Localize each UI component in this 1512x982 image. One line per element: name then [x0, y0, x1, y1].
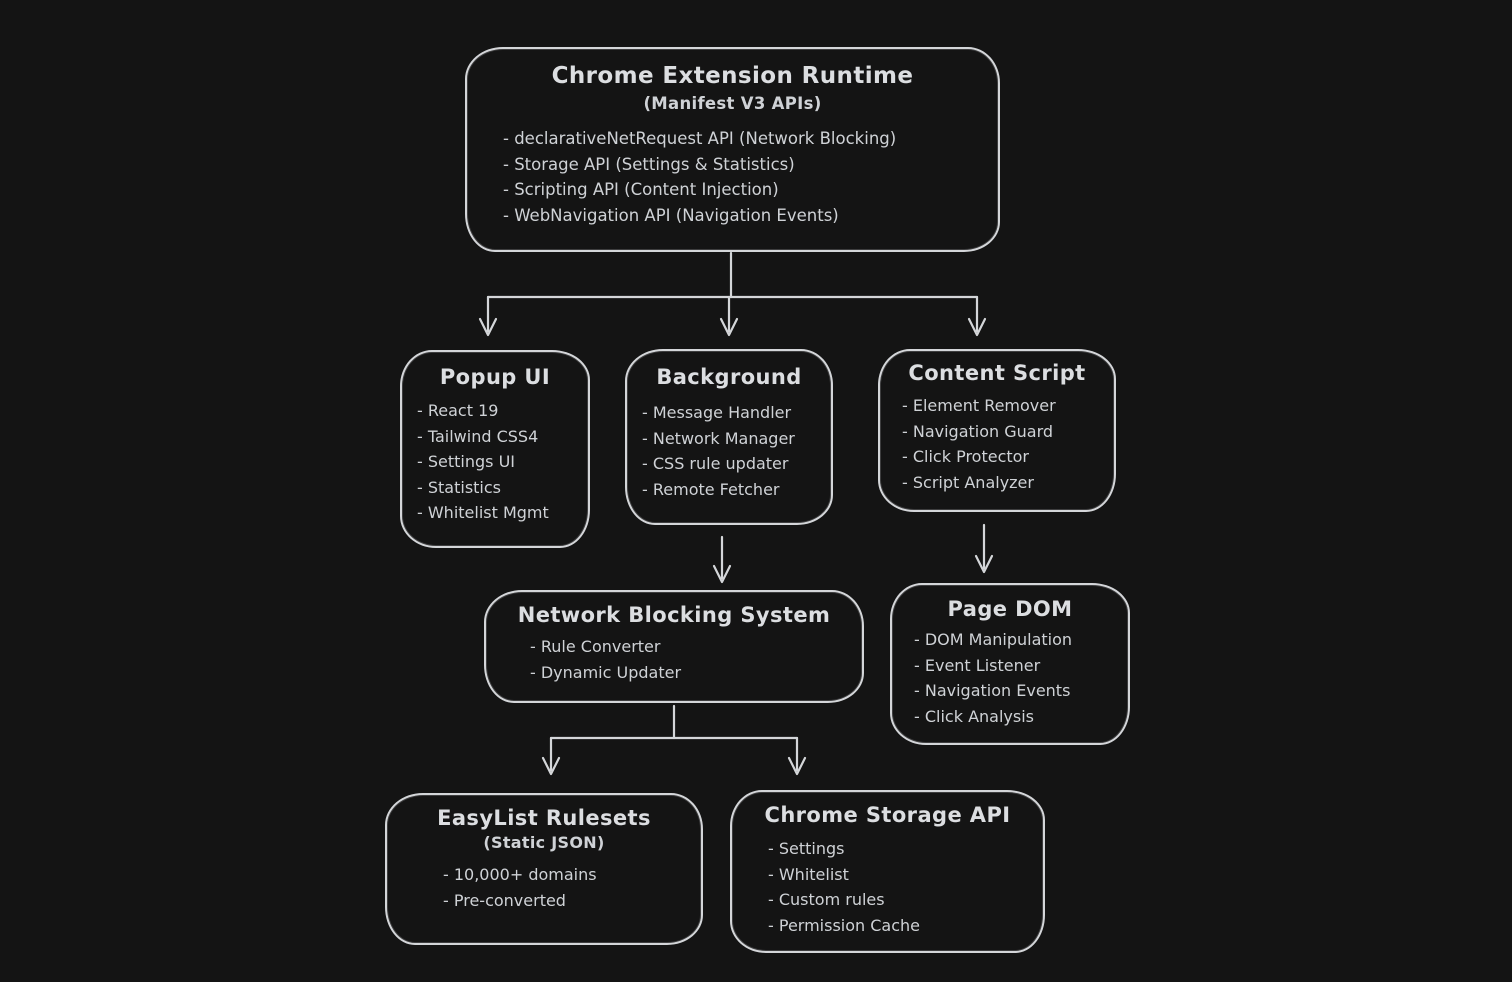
node-title: EasyList Rulesets [437, 806, 651, 830]
list-item: - Statistics [417, 477, 501, 497]
list-item: - 10,000+ domains [443, 865, 597, 884]
connector-content-script-to-page-dom [974, 523, 994, 574]
list-item: - Storage API (Settings & Statistics) [503, 154, 795, 174]
connector-background-to-network-blocking [712, 535, 732, 584]
node-subtitle: (Manifest V3 APIs) [643, 94, 822, 113]
list-item: - Remote Fetcher [642, 479, 780, 499]
list-item: - Element Remover [902, 396, 1056, 415]
list-item: - declarativeNetRequest API (Network Blo… [503, 129, 897, 148]
list-item: - Pre-converted [443, 890, 566, 910]
list-item: - Click Analysis [914, 706, 1034, 726]
node-item-list: - Message Handler - Network Manager - CS… [627, 400, 831, 502]
list-item: - Click Protector [902, 447, 1030, 466]
node-chrome-extension-runtime: Chrome Extension Runtime (Manifest V3 AP… [465, 47, 1000, 252]
node-subtitle: (Static JSON) [483, 833, 605, 852]
node-item-list: - Settings - Whitelist - Custom rules - … [732, 836, 1043, 938]
arrowhead-down-icon [974, 554, 994, 574]
arrowhead-down-icon [967, 317, 987, 337]
list-item: - Scripting API (Content Injection) [503, 180, 779, 199]
list-item: - Whitelist [768, 864, 849, 884]
node-popup-ui: Popup UI - React 19 - Tailwind CSS4 - Se… [400, 350, 590, 548]
node-title: Chrome Extension Runtime [551, 63, 914, 89]
node-content-script: Content Script - Element Remover - Navig… [878, 349, 1116, 512]
node-item-list: - Element Remover - Navigation Guard - C… [880, 393, 1114, 495]
list-item: - Message Handler [642, 403, 792, 422]
arrowhead-down-icon [719, 317, 739, 337]
arrowhead-down-icon [712, 564, 732, 584]
node-item-list: - Rule Converter - Dynamic Updater [486, 634, 862, 685]
node-title: Chrome Storage API [764, 803, 1011, 827]
list-item: - Settings UI [417, 452, 515, 471]
list-item: - CSS rule updater [642, 454, 789, 473]
arrowhead-down-icon [478, 317, 498, 337]
list-item: - Event Listener [914, 655, 1041, 675]
node-title: Popup UI [439, 365, 551, 389]
connector-network-blocking-to-children [541, 704, 807, 776]
arrowhead-down-icon [787, 756, 807, 776]
node-background: Background - Message Handler - Network M… [625, 349, 833, 525]
list-item: - Rule Converter [530, 637, 661, 656]
list-item: - Permission Cache [768, 915, 920, 935]
node-item-list: - React 19 - Tailwind CSS4 - Settings UI… [402, 398, 588, 526]
node-title: Network Blocking System [517, 603, 831, 627]
list-item: - DOM Manipulation [914, 630, 1073, 649]
list-item: - Navigation Guard [902, 421, 1054, 441]
list-item: - Network Manager [642, 428, 795, 448]
connector-runtime-to-children [478, 251, 987, 337]
node-item-list: - declarativeNetRequest API (Network Blo… [467, 126, 998, 228]
list-item: - Dynamic Updater [530, 662, 682, 682]
list-item: - WebNavigation API (Navigation Events) [503, 205, 839, 225]
list-item: - Settings [768, 839, 845, 858]
list-item: - Whitelist Mgmt [417, 503, 549, 522]
node-title: Background [656, 365, 802, 389]
node-item-list: - DOM Manipulation - Event Listener - Na… [892, 627, 1128, 729]
arrowhead-down-icon [541, 756, 561, 776]
node-title: Page DOM [947, 597, 1073, 621]
node-network-blocking-system: Network Blocking System - Rule Converter… [484, 590, 864, 703]
node-easylist-rulesets: EasyList Rulesets (Static JSON) - 10,000… [385, 793, 703, 945]
list-item: - Tailwind CSS4 [417, 426, 539, 446]
node-item-list: - 10,000+ domains - Pre-converted [387, 862, 701, 913]
list-item: - Custom rules [768, 890, 885, 909]
list-item: - Script Analyzer [902, 472, 1034, 492]
node-title: Content Script [908, 361, 1086, 385]
list-item: - Navigation Events [914, 681, 1071, 700]
list-item: - React 19 [417, 401, 499, 420]
node-page-dom: Page DOM - DOM Manipulation - Event List… [890, 583, 1130, 745]
node-chrome-storage-api: Chrome Storage API - Settings - Whitelis… [730, 790, 1045, 953]
